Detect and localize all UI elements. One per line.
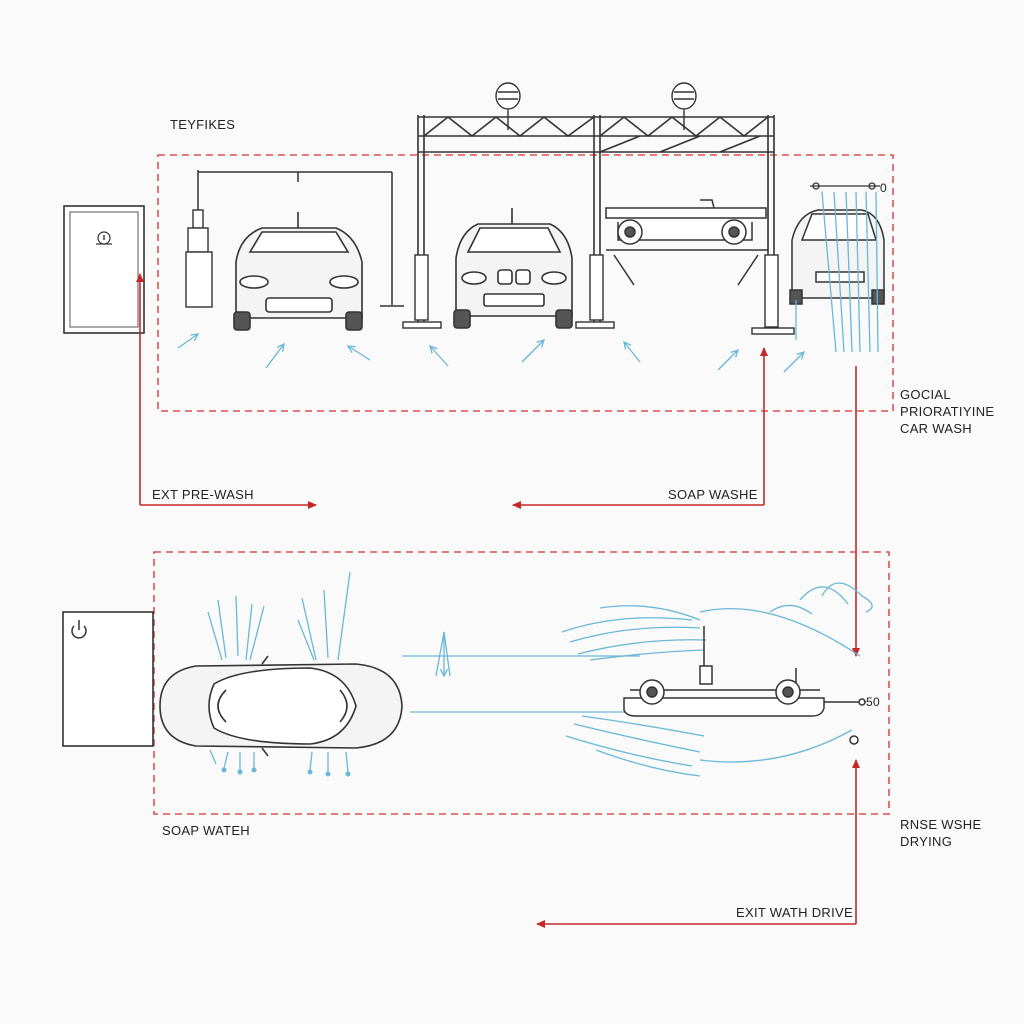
pillar-bases [402, 254, 795, 335]
gauge-label-bottom: 50 [866, 695, 880, 709]
gantry-lamp-left [495, 82, 521, 130]
drying-lift-unit [623, 626, 866, 745]
right-title-line-3: CAR WASH [900, 421, 972, 436]
car-top-view [159, 655, 403, 757]
soap-watch-label: SOAP WATEH [162, 823, 250, 838]
right-title-line-1: GOCIAL [900, 387, 951, 402]
droplets [221, 767, 351, 777]
flow-lines-bottom [402, 631, 640, 713]
right-title-line-2: PRIORATIYINE [900, 404, 995, 419]
nozzle-bar-top [810, 182, 880, 190]
wash-zone-border [153, 551, 890, 815]
rinse-label-line-1: RNSE WSHE [900, 817, 982, 832]
soap-dispenser [185, 209, 213, 308]
soap-washe-label: SOAP WASHE [668, 487, 758, 502]
top-left-title: TEYFIKES [170, 117, 236, 132]
rinse-water-jets-top [795, 191, 879, 353]
power-icon [71, 620, 87, 639]
process-flow-arrows [136, 273, 860, 928]
car-front-2 [453, 208, 573, 329]
dryer-air-streams [561, 582, 873, 777]
prewash-arch [197, 170, 404, 307]
gauge-label-top: 0 [880, 181, 887, 195]
control-cabinet-bottom [62, 611, 154, 747]
soap-sprays-bottom [207, 571, 351, 773]
warning-icon [96, 231, 112, 245]
exit-wash-drive-label: EXIT WATH DRIVE [736, 905, 853, 920]
control-cabinet-top [63, 205, 145, 334]
car-front-3 [789, 209, 885, 305]
car-on-lift [605, 199, 768, 286]
exit-pre-wash-label: EXT PRE-WASH [152, 487, 254, 502]
prewash-zone-border [157, 154, 894, 412]
gantry-lamp-right [671, 82, 697, 130]
flow-arrows-top [177, 334, 804, 373]
car-front-1 [233, 212, 363, 331]
rinse-label-line-2: DRYING [900, 834, 953, 849]
